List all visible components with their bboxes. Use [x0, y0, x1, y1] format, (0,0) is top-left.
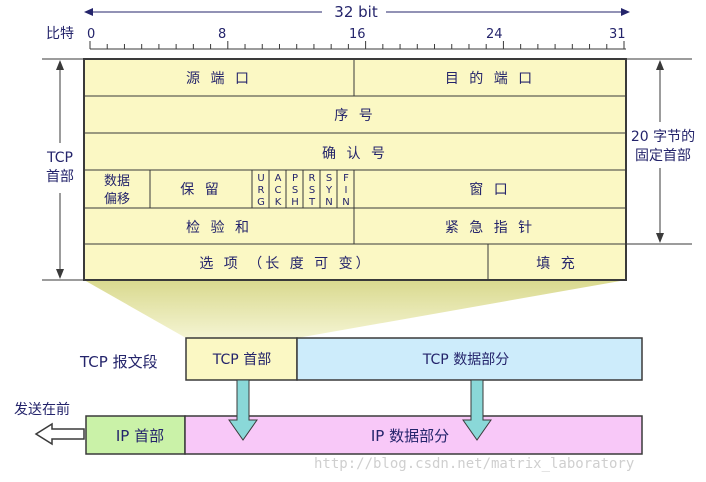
- tick-label-8: 8: [218, 27, 226, 42]
- flag-rst-letter-2: S: [309, 185, 315, 196]
- flag-syn-letter-3: N: [325, 197, 332, 208]
- bit-span-label: 32 bit: [334, 3, 378, 21]
- flag-syn-letter-1: S: [326, 173, 332, 184]
- tcp-header-label-line1: TCP: [46, 150, 73, 166]
- field-padding: 填 充: [536, 256, 577, 272]
- tcp-segment-header-box: [185, 337, 298, 381]
- fixed-header-label-line2: 固定首部: [635, 148, 691, 164]
- bit-span-arrow: [84, 8, 630, 16]
- flag-rst: R S T: [308, 173, 316, 208]
- flag-urg: U R G: [257, 173, 265, 208]
- tcp-segment-data-box: [296, 337, 643, 381]
- flag-fin-letter-1: F: [343, 173, 349, 184]
- flag-psh-letter-1: P: [292, 173, 298, 184]
- flag-fin-letter-2: I: [345, 185, 348, 196]
- field-ack-number: 确 认 号: [322, 146, 388, 162]
- flag-urg-letter-1: U: [257, 173, 264, 184]
- send-first-arrow-icon: [34, 422, 85, 446]
- field-checksum: 检 验 和: [186, 220, 252, 236]
- field-destination-port: 目 的 端 口: [445, 71, 535, 87]
- ip-data-text: IP 数据部分: [371, 427, 449, 445]
- field-data-offset-line1: 数据: [104, 174, 130, 189]
- tcp-segment-header-text: TCP 首部: [212, 352, 271, 368]
- field-urgent-pointer: 紧 急 指 针: [445, 220, 535, 236]
- flag-syn: S Y N: [325, 173, 333, 208]
- flag-psh-letter-3: H: [291, 197, 299, 208]
- flag-ack-letter-1: A: [275, 173, 282, 184]
- bit-ruler: [89, 41, 626, 50]
- flag-urg-letter-3: G: [257, 197, 265, 208]
- tick-label-16: 16: [349, 27, 366, 42]
- send-first-label: 发送在前: [14, 401, 70, 418]
- tcp-segment-label: TCP 报文段: [79, 353, 158, 371]
- flag-syn-letter-2: Y: [325, 185, 333, 196]
- field-options: 选 项 （长 度 可 变）: [199, 256, 372, 272]
- fixed-header-label-line1: 20 字节的: [631, 129, 695, 145]
- tcp-segment-data-text: TCP 数据部分: [422, 352, 509, 368]
- flag-fin: F I N: [342, 173, 349, 208]
- field-window: 窗 口: [469, 181, 510, 198]
- field-source-port: 源 端 口: [186, 71, 252, 87]
- tick-label-0: 0: [87, 27, 95, 42]
- tick-label-24: 24: [486, 27, 503, 42]
- tcp-data-into-ip-arrow: [462, 379, 492, 441]
- tcp-header-label-line2: 首部: [46, 169, 74, 185]
- field-reserved: 保 留: [180, 182, 221, 198]
- flag-psh: P S H: [291, 173, 299, 208]
- flag-fin-letter-3: N: [342, 197, 349, 208]
- flag-urg-letter-2: R: [258, 185, 265, 196]
- flag-ack-letter-3: K: [275, 197, 282, 208]
- field-data-offset-line2: 偏移: [104, 192, 130, 207]
- ip-header-box: [85, 415, 186, 455]
- flag-ack-letter-2: C: [275, 185, 282, 196]
- fixed-header-span-arrow: [626, 58, 692, 245]
- tcp-header-table: [83, 58, 627, 281]
- tcp-header-span-arrow: [42, 58, 84, 281]
- tcp-header-into-ip-arrow: [228, 379, 258, 441]
- watermark-text: http://blog.csdn.net/matrix_laboratory: [314, 456, 634, 472]
- ip-header-text: IP 首部: [116, 427, 164, 445]
- flag-rst-letter-1: R: [309, 173, 316, 184]
- field-sequence-number: 序 号: [334, 108, 375, 124]
- bit-row-label: 比特: [46, 26, 74, 42]
- flag-psh-letter-2: S: [292, 185, 298, 196]
- flag-ack: A C K: [275, 173, 282, 208]
- flag-rst-letter-3: T: [308, 197, 316, 208]
- header-expansion-funnel: [84, 280, 626, 338]
- ip-data-box: [184, 415, 643, 455]
- tick-label-31: 31: [609, 27, 626, 42]
